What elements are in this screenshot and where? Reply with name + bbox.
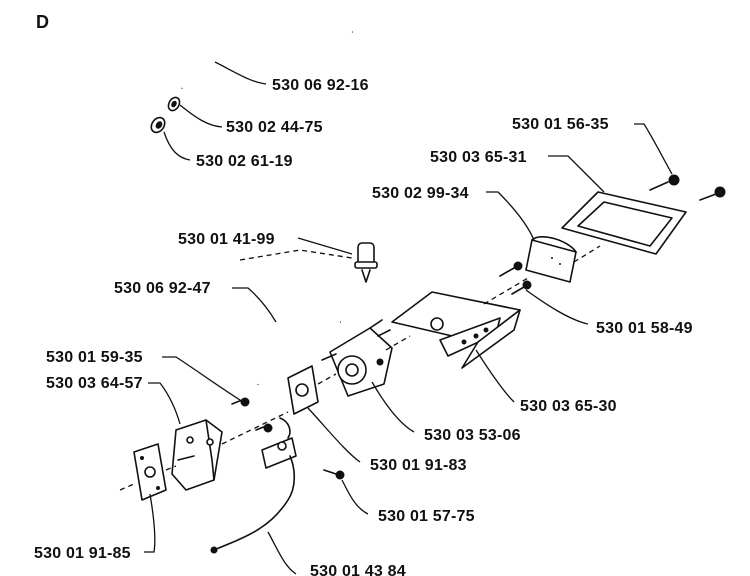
leader-carb-gasket [307,407,361,463]
axis-line-b [221,411,289,445]
carb-gasket-part [287,365,319,415]
label-primer-bulb: 530 01 41-99 [178,231,275,248]
air-filter-frame-part [561,191,687,255]
label-screw-left: 530 01 59-35 [46,349,143,366]
label-screw-filter: 530 01 58-49 [596,320,693,337]
filter-holder-part [391,291,521,369]
label-screw-bottom: 530 01 57-75 [378,508,475,525]
axis-line-left [119,483,135,491]
leader-fuel-filter-bottom [163,131,191,161]
leader-primer-bulb [297,237,353,255]
leader-carburetor [371,381,415,433]
screw-top-part [649,174,726,201]
fuel-hose-upper-part [180,28,353,89]
primer-bulb-part [354,242,378,283]
label-fuel-filter-top: 530 02 44-75 [226,119,323,136]
leader-screw-left [162,356,241,401]
axis-line-a [165,465,177,471]
label-carburetor: 530 03 53-06 [424,427,521,444]
intake-gasket-part [133,443,167,501]
axis-line-e [483,277,529,305]
leader-screw-top [634,123,673,175]
section-letter: D [36,12,49,32]
fuel-filter-top-part [167,96,181,112]
leader-air-filter-frame [548,155,605,193]
axis-line-d [385,335,411,351]
axis-line-c [317,373,337,385]
axis-line-primer [239,249,353,261]
leader-air-filter [486,191,535,241]
throttle-bracket-part [261,417,297,469]
label-filter-holder: 530 03 65-30 [520,398,617,415]
label-fuel-line-bottom: 530 01 43 84 [310,563,406,576]
intake-block-part [171,419,223,491]
screw-filter-part [499,261,532,295]
leader-intake-gasket [144,493,156,553]
label-intake-block: 530 03 64-57 [46,375,143,392]
carburetor-part [321,319,393,397]
leader-fuel-line-bottom [267,531,297,575]
label-fuel-hose-mid: 530 06 92-47 [114,280,211,297]
label-carb-gasket: 530 01 91-83 [370,457,467,474]
screw-bottom-part [323,469,345,480]
label-air-filter-frame: 530 03 65-31 [430,149,527,166]
leader-intake-block [148,382,181,425]
leader-fuel-hose-upper [214,61,267,85]
fuel-hose-mid-part [256,318,341,385]
axis-line-f [573,245,601,263]
leader-fuel-hose-mid [232,287,277,323]
fuel-filter-bottom-part [150,116,166,134]
air-filter-part [525,236,577,283]
fuel-line-bottom-part [210,455,296,554]
leader-filter-holder [475,349,515,403]
leader-fuel-filter-top [179,104,223,128]
label-air-filter: 530 02 99-34 [372,185,469,202]
label-fuel-hose-upper: 530 06 92-16 [272,77,369,94]
label-fuel-filter-bottom: 530 02 61-19 [196,153,293,170]
label-screw-top: 530 01 56-35 [512,116,609,133]
screw-left-part [231,397,273,433]
label-intake-gasket: 530 01 91-85 [34,545,131,562]
leader-screw-filter [525,289,589,325]
leader-screw-bottom [341,479,369,515]
